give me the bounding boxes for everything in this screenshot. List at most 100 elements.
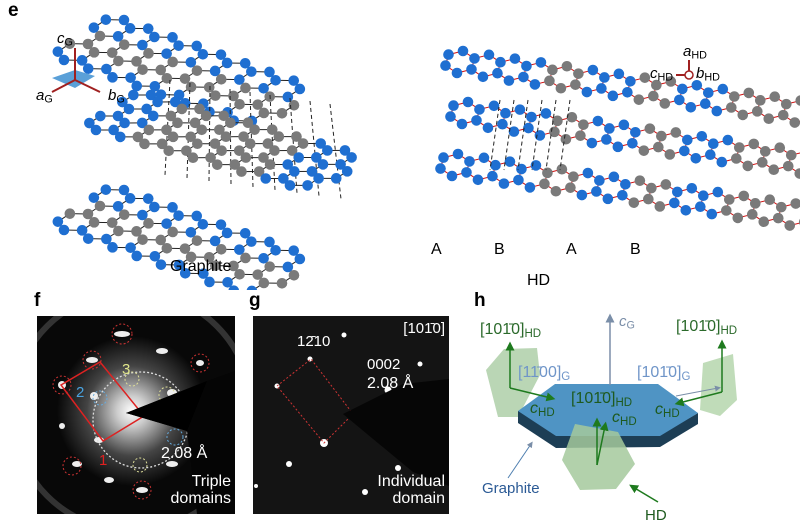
atom <box>163 145 175 157</box>
atom <box>167 56 179 68</box>
atom <box>58 224 70 236</box>
atom <box>88 22 100 33</box>
atom <box>94 200 106 212</box>
atom <box>147 110 159 122</box>
atom <box>136 117 148 129</box>
atom <box>346 152 357 163</box>
atom <box>769 91 781 103</box>
panel-label-f: f <box>34 290 41 311</box>
atom <box>185 227 197 238</box>
atom <box>181 145 192 157</box>
atom <box>743 87 755 99</box>
atom <box>587 64 599 76</box>
atom <box>503 75 515 86</box>
atom <box>659 98 671 109</box>
atom <box>156 138 168 150</box>
atom <box>504 156 516 167</box>
atom <box>451 67 463 79</box>
atom <box>293 152 305 163</box>
atom <box>759 146 771 157</box>
atom <box>240 252 251 264</box>
atom <box>521 60 532 72</box>
atom <box>258 107 270 119</box>
atom <box>313 173 324 184</box>
atom <box>461 167 472 178</box>
atom <box>738 190 750 202</box>
atom <box>234 268 245 280</box>
atom <box>497 118 508 130</box>
atom <box>236 166 247 177</box>
atom <box>535 57 547 68</box>
atom <box>724 194 735 205</box>
interlayer-dash <box>269 94 276 191</box>
atom <box>691 79 703 91</box>
atom <box>288 245 300 256</box>
atom <box>613 68 625 80</box>
domain-number-3: 3 <box>122 361 131 378</box>
atom <box>570 79 581 90</box>
atom <box>106 217 118 228</box>
atom <box>680 204 692 216</box>
atom <box>137 64 148 75</box>
atom <box>516 163 527 175</box>
atom <box>690 152 702 164</box>
axis-a-arrow <box>51 79 76 93</box>
atom <box>330 173 342 184</box>
atom <box>749 198 761 209</box>
atom <box>435 163 446 174</box>
atom <box>246 285 258 290</box>
atom <box>218 110 230 122</box>
atom <box>152 96 163 108</box>
atom <box>179 268 191 279</box>
atom <box>161 124 172 136</box>
atom <box>696 130 708 142</box>
reflection-label-2: 0002 <box>367 356 401 373</box>
stacking-label: B <box>630 241 641 258</box>
atom <box>125 242 136 253</box>
atom <box>249 124 260 135</box>
atom <box>215 219 227 230</box>
atom <box>167 32 178 43</box>
atom <box>252 269 264 280</box>
graphite-label: Graphite <box>482 480 540 497</box>
graphite-caption: Graphite <box>170 258 232 275</box>
atom <box>107 242 118 253</box>
atom <box>211 159 223 170</box>
atom <box>782 160 794 172</box>
atom <box>464 156 475 167</box>
atom <box>155 234 167 246</box>
atom <box>137 234 148 245</box>
atom <box>90 124 102 136</box>
atom <box>167 226 179 238</box>
interlayer-dash <box>229 88 232 185</box>
atom <box>711 105 723 117</box>
hd-crystal-right <box>700 354 737 416</box>
atom <box>789 117 800 128</box>
interlayer-dash <box>329 103 342 200</box>
atom <box>82 38 94 50</box>
atom <box>289 166 300 177</box>
atom <box>294 83 306 95</box>
interlayer-dash <box>164 79 171 176</box>
atom <box>780 98 792 110</box>
atom <box>88 192 100 203</box>
reflection-label-1: 12̄10 <box>297 333 331 350</box>
atom <box>192 138 203 150</box>
atom <box>179 73 191 84</box>
atom <box>695 201 706 212</box>
atom <box>490 159 501 171</box>
atom <box>234 244 245 255</box>
atom <box>685 101 697 113</box>
atom <box>514 104 526 115</box>
interlayer-dash <box>489 99 501 171</box>
atom <box>220 131 232 143</box>
atom <box>483 49 495 61</box>
atom <box>462 96 474 108</box>
atom <box>221 227 233 239</box>
atom <box>113 225 124 237</box>
atom <box>246 236 257 247</box>
interlayer-dash <box>208 85 211 182</box>
axis-b-arrow <box>74 79 101 93</box>
